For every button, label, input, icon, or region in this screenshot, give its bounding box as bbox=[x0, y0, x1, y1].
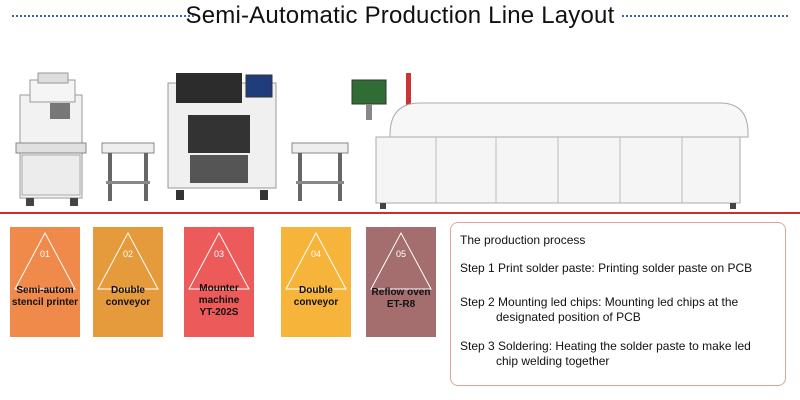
page-title: Semi-Automatic Production Line Layout bbox=[185, 2, 615, 29]
process-step-1: Step 1 Print solder paste: Printing sold… bbox=[460, 261, 780, 276]
step-label-line2: conveyor bbox=[105, 297, 151, 308]
step-card-01: 01 Semi-autom stencil printer bbox=[10, 227, 80, 337]
step-number: 02 bbox=[122, 249, 133, 259]
process-step-3-line1: Step 3 Soldering: Heating the solder pas… bbox=[460, 339, 751, 353]
step-label-line2: ET-R8 bbox=[386, 299, 416, 310]
reflow-oven-image bbox=[351, 73, 749, 209]
production-process-box: The production process Step 1 Print sold… bbox=[450, 222, 786, 386]
title-decoration-left bbox=[12, 15, 194, 17]
step-number: 04 bbox=[310, 249, 321, 259]
step-card-05: 05 Reflow oven ET-R8 bbox=[366, 227, 436, 337]
step-label-line1: Double bbox=[299, 285, 333, 296]
step-label-line2: stencil printer bbox=[11, 297, 79, 308]
conveyor-1-image bbox=[101, 142, 155, 201]
step-number: 03 bbox=[213, 249, 224, 259]
title-decoration-right bbox=[622, 15, 788, 17]
process-step-1-text: Step 1 Print solder paste: Printing sold… bbox=[460, 261, 753, 275]
process-step-2: Step 2 Mounting led chips: Mounting led … bbox=[460, 295, 780, 325]
step-label-line1: Double bbox=[111, 285, 145, 296]
card-background bbox=[366, 227, 436, 337]
process-step-2-line2: designated position of PCB bbox=[496, 310, 641, 324]
step-label-line1: Mounter bbox=[199, 283, 239, 294]
step-label-line1: Reflow oven bbox=[371, 287, 431, 298]
process-step-3: Step 3 Soldering: Heating the solder pas… bbox=[460, 339, 780, 369]
step-label-line2: conveyor bbox=[293, 297, 339, 308]
process-step-2-line1: Step 2 Mounting led chips: Mounting led … bbox=[460, 295, 739, 309]
process-step-3-line2: chip welding together bbox=[496, 354, 610, 368]
step-card-04: 04 Double conveyor bbox=[281, 227, 351, 337]
step-number: 05 bbox=[395, 249, 406, 259]
process-title: The production process bbox=[460, 233, 586, 247]
step-label-line1: Semi-autom bbox=[16, 285, 74, 296]
step-card-02: 02 Double conveyor bbox=[93, 227, 163, 337]
step-number: 01 bbox=[39, 249, 50, 259]
card-background bbox=[93, 227, 163, 337]
mounter-machine-image bbox=[167, 73, 277, 200]
card-background bbox=[184, 227, 254, 337]
production-line-illustration bbox=[15, 72, 749, 209]
conveyor-2-image bbox=[291, 142, 349, 201]
step-label-line2: machine bbox=[198, 295, 240, 306]
stencil-printer-image bbox=[15, 72, 87, 206]
step-card-03: 03 Mounter machine YT-202S bbox=[184, 227, 254, 337]
step-label-line3: YT-202S bbox=[199, 307, 239, 318]
card-background bbox=[10, 227, 80, 337]
floor-divider-line bbox=[0, 212, 800, 214]
card-background bbox=[281, 227, 351, 337]
